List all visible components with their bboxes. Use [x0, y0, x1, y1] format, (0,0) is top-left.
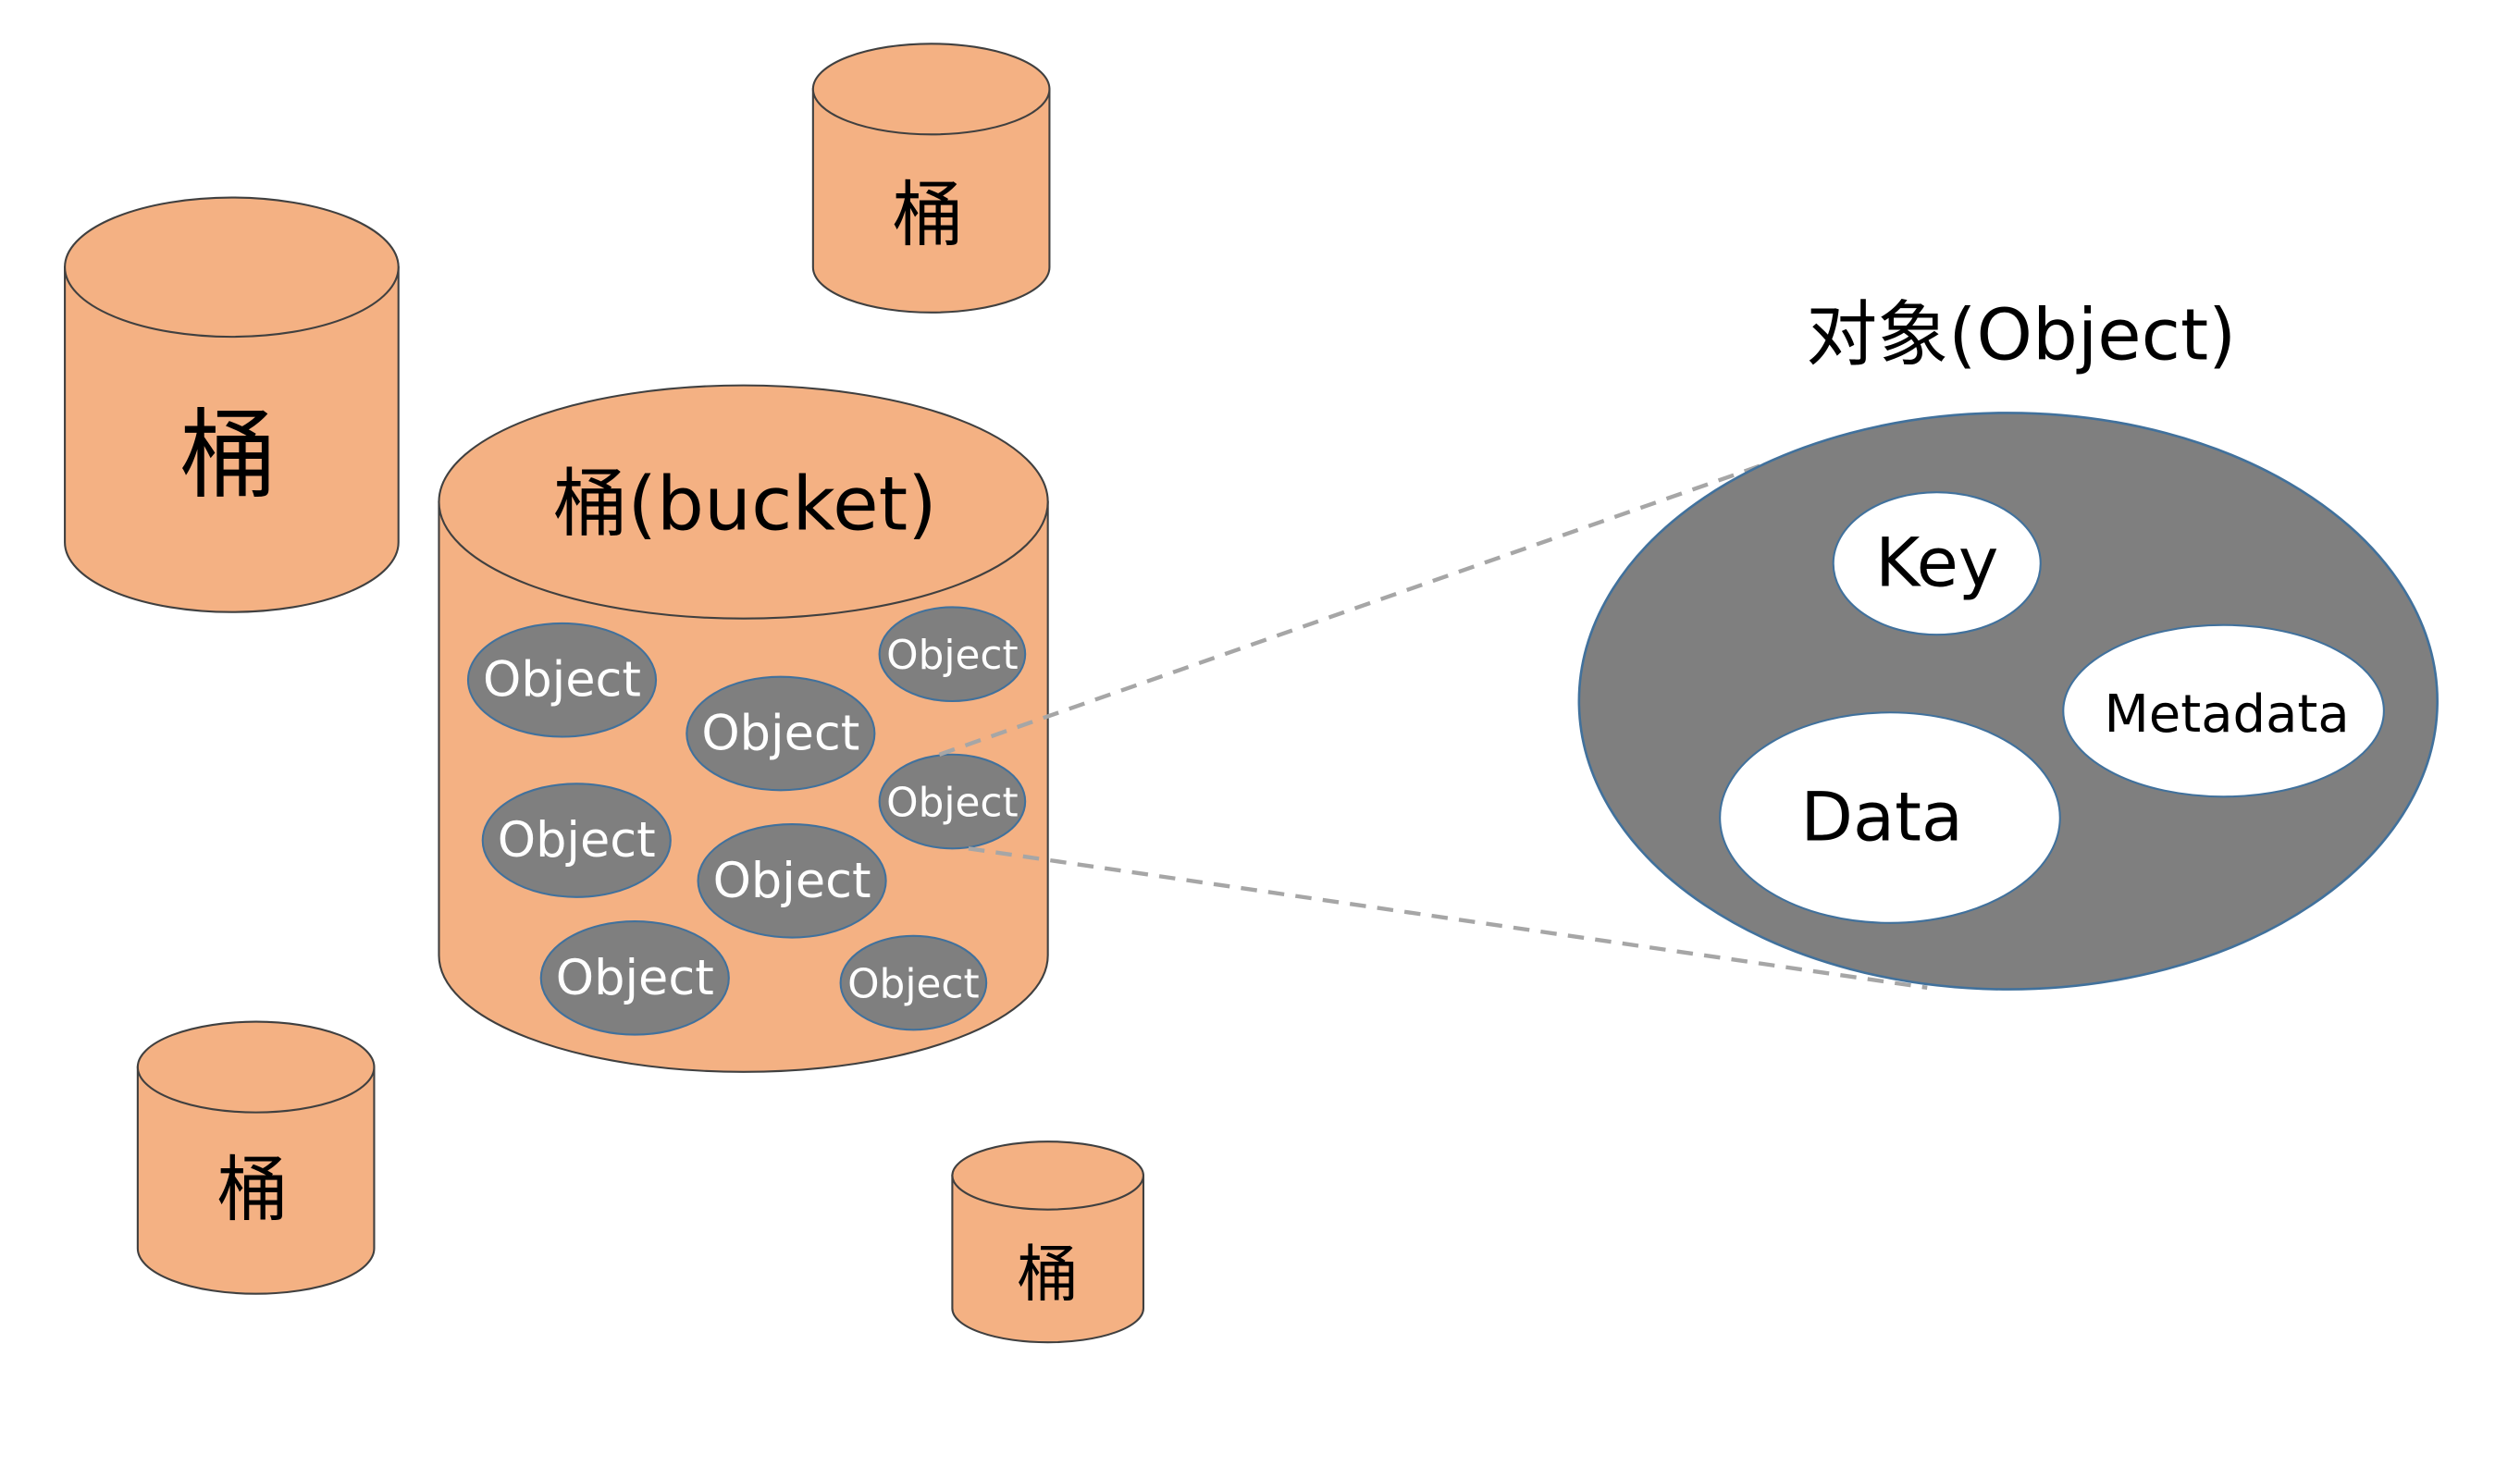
key-part: Key [1832, 491, 2042, 636]
object-item[interactable]: Object [466, 622, 658, 738]
svg-text:Data: Data [1800, 779, 1963, 857]
data-part: Data [1719, 711, 2061, 924]
svg-text:Key: Key [1875, 524, 1998, 603]
object-item-selected[interactable]: Object [878, 753, 1027, 850]
bucket-bottom-left: 桶 [136, 1020, 376, 1295]
svg-text:Object: Object [886, 632, 1018, 679]
object-item[interactable]: Object [878, 606, 1027, 703]
bucket-top: 桶 [811, 43, 1051, 314]
connector-line-top [938, 445, 1815, 757]
bucket-label: 桶 [179, 400, 277, 512]
bucket-label: 桶 [893, 175, 964, 257]
svg-text:Object: Object [847, 960, 980, 1007]
object-detail: Key Metadata Data [1577, 412, 2439, 991]
object-detail-title: 对象(Object) [1806, 295, 2236, 377]
svg-text:Object: Object [498, 812, 656, 869]
object-item[interactable]: Object [697, 822, 887, 939]
object-item[interactable]: Object [481, 783, 672, 898]
bucket-label: 桶 [217, 1150, 289, 1232]
main-bucket-label: 桶(bucket) [553, 460, 937, 547]
bucket-bottom-center: 桶 [951, 1140, 1145, 1344]
bucket-label: 桶 [1017, 1238, 1079, 1310]
svg-text:Metadata: Metadata [2104, 684, 2349, 745]
svg-text:Object: Object [886, 779, 1018, 826]
svg-text:Object: Object [556, 950, 714, 1006]
metadata-part: Metadata [2062, 623, 2385, 798]
svg-text:Object: Object [713, 853, 871, 909]
svg-text:Object: Object [483, 652, 641, 709]
object-item[interactable]: Object [539, 920, 730, 1036]
object-item[interactable]: Object [839, 934, 988, 1031]
svg-text:Object: Object [701, 706, 859, 762]
main-bucket: 桶(bucket) Object Object Object Object Ob… [438, 384, 1049, 1073]
bucket-left: 桶 [64, 196, 400, 613]
object-item[interactable]: Object [686, 675, 876, 792]
connector-line-bottom [968, 846, 1928, 991]
